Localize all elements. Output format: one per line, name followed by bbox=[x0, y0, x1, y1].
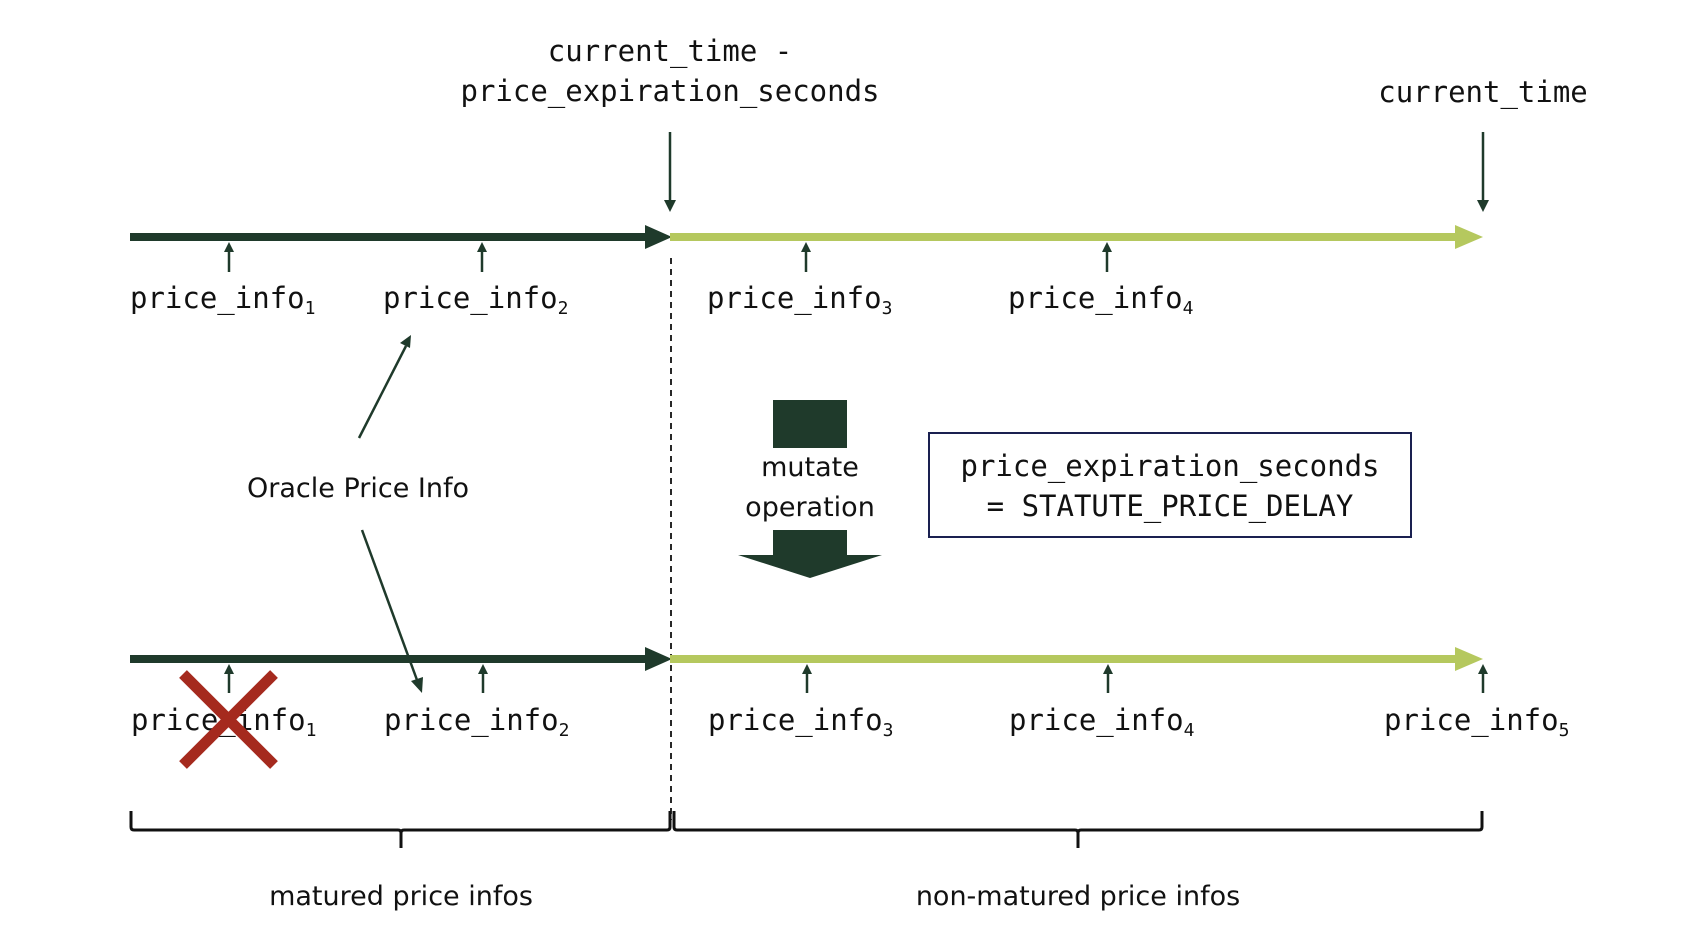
removed-cross-icon bbox=[179, 670, 278, 769]
bottom-item-2: price_info2 bbox=[384, 703, 569, 741]
bottom-tick-3 bbox=[802, 664, 812, 693]
mutate-label-line2: operation bbox=[745, 492, 875, 523]
top-item-1: price_info1 bbox=[130, 281, 315, 319]
top-matured-arrowhead bbox=[645, 225, 672, 249]
top-tick-1 bbox=[224, 242, 234, 272]
bottom-tick-2 bbox=[478, 664, 488, 693]
top-timeline bbox=[130, 225, 1483, 249]
matured-label: matured price infos bbox=[269, 881, 533, 912]
mutate-arrow bbox=[738, 400, 882, 578]
oracle-pointer-down bbox=[360, 529, 423, 693]
top-item-4: price_info4 bbox=[1008, 281, 1193, 319]
expiry-label-line1: current_time - bbox=[548, 34, 792, 69]
non-matured-brace bbox=[672, 811, 1484, 848]
matured-brace bbox=[129, 811, 672, 848]
bottom-tick-5 bbox=[1478, 664, 1488, 693]
top-item-2: price_info2 bbox=[383, 281, 568, 319]
bottom-tick-1 bbox=[224, 664, 234, 693]
formula-line1: price_expiration_seconds bbox=[960, 449, 1379, 484]
bottom-item-4: price_info4 bbox=[1009, 703, 1194, 741]
bottom-tick-4 bbox=[1103, 664, 1113, 693]
formula-box bbox=[928, 432, 1412, 538]
bottom-non-matured-arrowhead bbox=[1455, 647, 1483, 671]
formula-line2: = STATUTE_PRICE_DELAY bbox=[987, 489, 1354, 524]
expiry-label-line2: price_expiration_seconds bbox=[460, 74, 879, 109]
top-item-3: price_info3 bbox=[707, 281, 892, 319]
oracle-pointer-up bbox=[357, 335, 411, 439]
top-non-matured-arrowhead bbox=[1455, 225, 1483, 249]
bottom-item-3: price_info3 bbox=[708, 703, 893, 741]
expiry-down-arrow bbox=[664, 132, 676, 212]
bottom-matured-arrowhead bbox=[645, 647, 672, 671]
top-tick-3 bbox=[801, 242, 811, 272]
current-time-label: current_time bbox=[1378, 75, 1588, 110]
mutate-label-line1: mutate bbox=[761, 452, 859, 483]
bottom-item-5: price_info5 bbox=[1384, 703, 1569, 741]
current-down-arrow bbox=[1477, 132, 1489, 212]
bottom-timeline bbox=[130, 647, 1483, 671]
top-tick-4 bbox=[1102, 242, 1112, 272]
top-tick-2 bbox=[477, 242, 487, 272]
oracle-price-info-label: Oracle Price Info bbox=[247, 473, 469, 504]
non-matured-label: non-matured price infos bbox=[916, 881, 1240, 912]
